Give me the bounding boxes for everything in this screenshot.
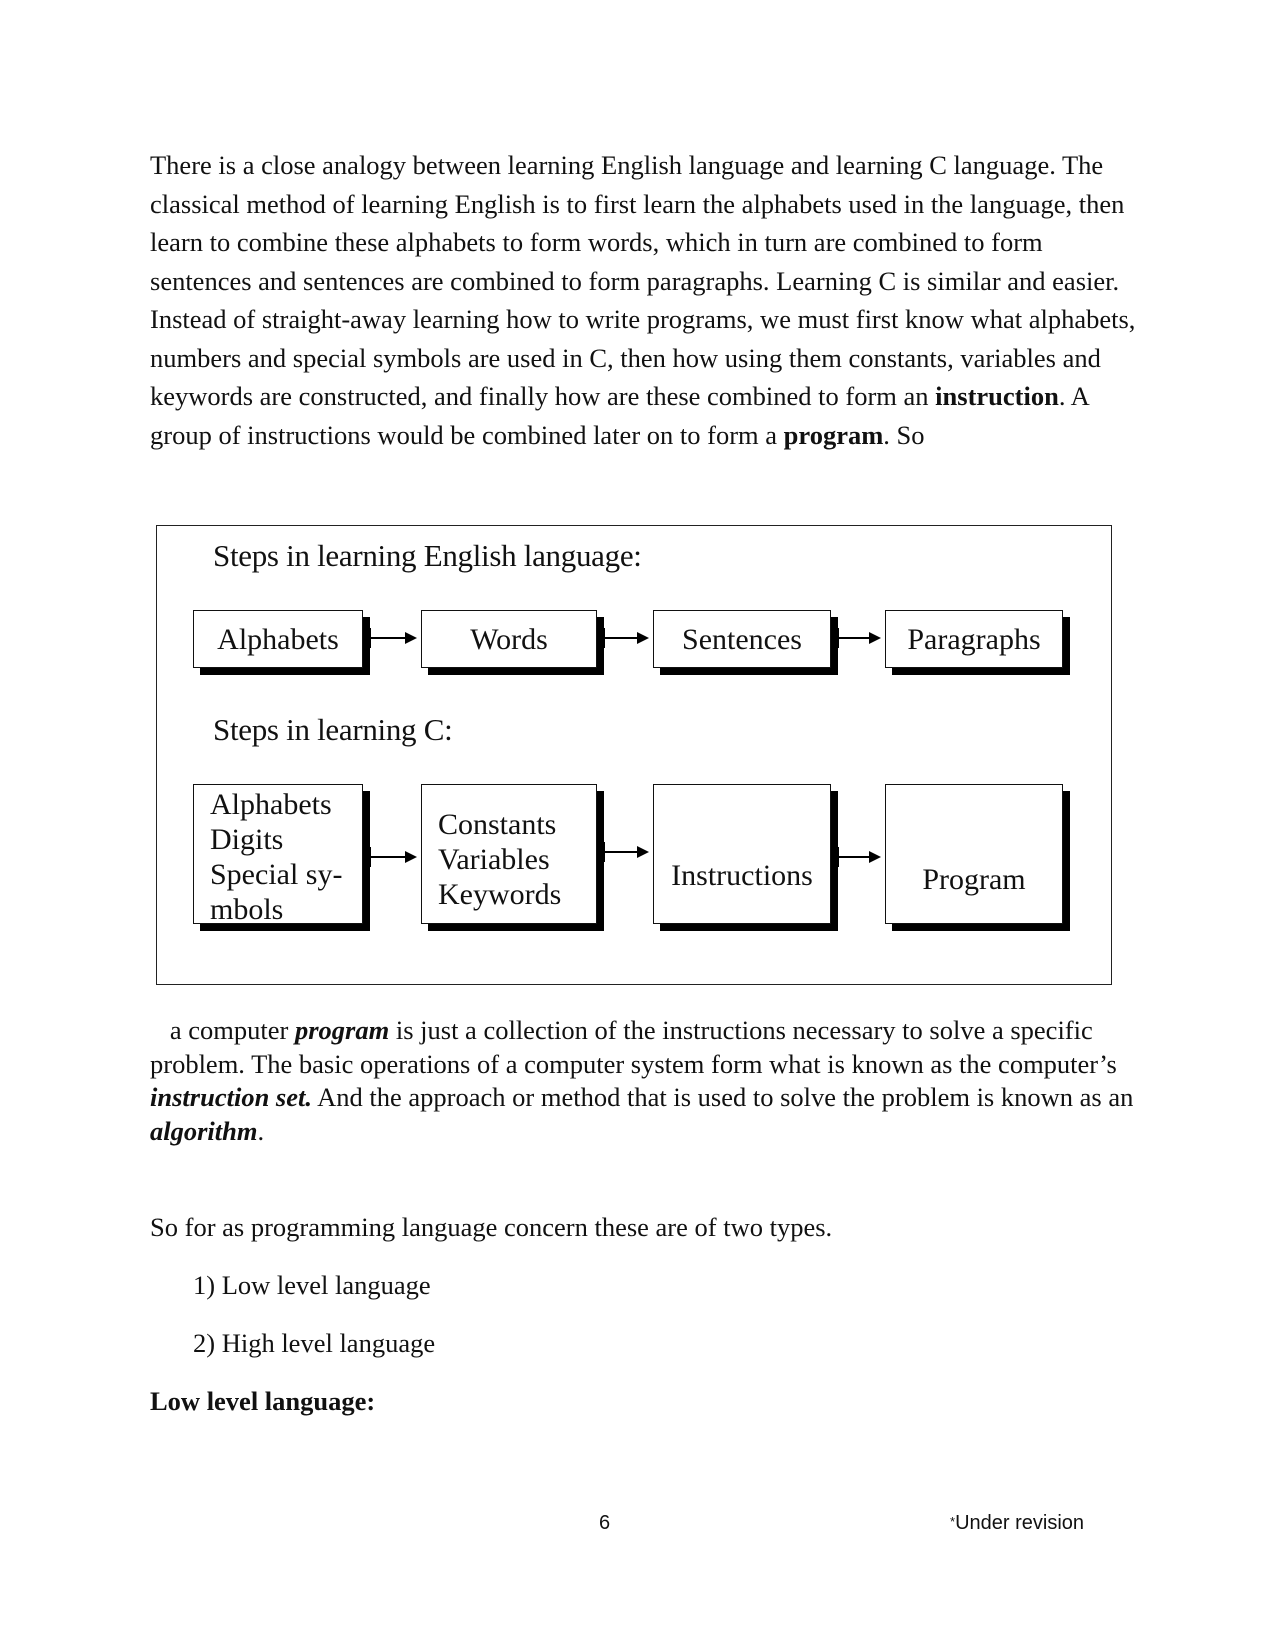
c-step-alphabets-label: Alphabets	[210, 788, 332, 821]
c-step-instructions-label: Instructions	[671, 859, 813, 892]
english-step-sentences: Sentences	[653, 610, 831, 668]
algorithm-term: algorithm	[150, 1115, 258, 1146]
c-step-symbols-label: mbols	[210, 893, 284, 926]
c-step-instructions: Instructions	[653, 784, 831, 924]
program-term: program	[294, 1015, 390, 1045]
c-step-variables-label: Variables	[438, 843, 550, 876]
c-step-digits-label: Digits	[210, 823, 284, 856]
list-item-low-level: 1) Low level language	[193, 1270, 431, 1300]
types-intro-text: So for as programming language concern t…	[150, 1212, 833, 1242]
list-item-high-level: 2) High level language	[193, 1328, 436, 1358]
c-step-tokens: Constants Variables Keywords	[421, 784, 597, 924]
intro-text-3: . So	[883, 419, 925, 450]
instruction-set-term: instruction set.	[150, 1082, 312, 1112]
intro-program-term: program	[783, 419, 884, 450]
learning-steps-figure: Steps in learning English language: Alph…	[156, 525, 1112, 985]
arrow-icon	[603, 628, 649, 648]
c-step-program-label: Program	[922, 863, 1026, 896]
english-step-sentences-label: Sentences	[682, 622, 802, 656]
arrow-icon	[369, 628, 417, 648]
after-text-2: is just a collection of the instructions…	[150, 1015, 1117, 1079]
low-level-heading: Low level language:	[150, 1386, 376, 1416]
english-step-words: Words	[421, 610, 597, 668]
intro-paragraph: There is a close analogy between learnin…	[150, 146, 1140, 454]
intro-text-1: There is a close analogy between learnin…	[150, 150, 1136, 411]
c-step-characters: Alphabets Digits Special sy- mbols	[193, 784, 363, 926]
english-step-alphabets-label: Alphabets	[217, 622, 339, 656]
c-step-constants-label: Constants	[438, 808, 557, 841]
arrow-icon	[837, 628, 881, 648]
after-text-3: And the approach or method that is used …	[312, 1082, 1134, 1112]
english-step-paragraphs: Paragraphs	[885, 610, 1063, 668]
arrow-icon	[369, 847, 417, 867]
arrow-icon	[603, 842, 649, 862]
c-step-keywords-label: Keywords	[438, 878, 562, 911]
english-steps-title: Steps in learning English language:	[213, 538, 642, 573]
c-step-special-label: Special sy-	[210, 858, 343, 891]
intro-text-2: . A group of instructions would be combi…	[150, 381, 1089, 450]
c-steps-title: Steps in learning C:	[213, 712, 453, 747]
after-text-4: .	[257, 1115, 265, 1146]
english-step-words-label: Words	[470, 622, 548, 656]
english-step-alphabets: Alphabets	[193, 610, 363, 668]
english-step-paragraphs-label: Paragraphs	[907, 622, 1041, 656]
after-text-1: a computer	[169, 1015, 295, 1045]
page-number: 6	[599, 1512, 611, 1534]
revision-star: *	[950, 1514, 956, 1529]
revision-text: Under revision	[955, 1512, 1085, 1534]
c-step-program: Program	[885, 784, 1063, 924]
revision-note: *Under revision	[950, 1512, 1084, 1535]
program-definition-paragraph: a computer program is just a collection …	[150, 1014, 1142, 1148]
intro-instruction-term: instruction	[935, 381, 1059, 411]
arrow-icon	[837, 847, 881, 867]
